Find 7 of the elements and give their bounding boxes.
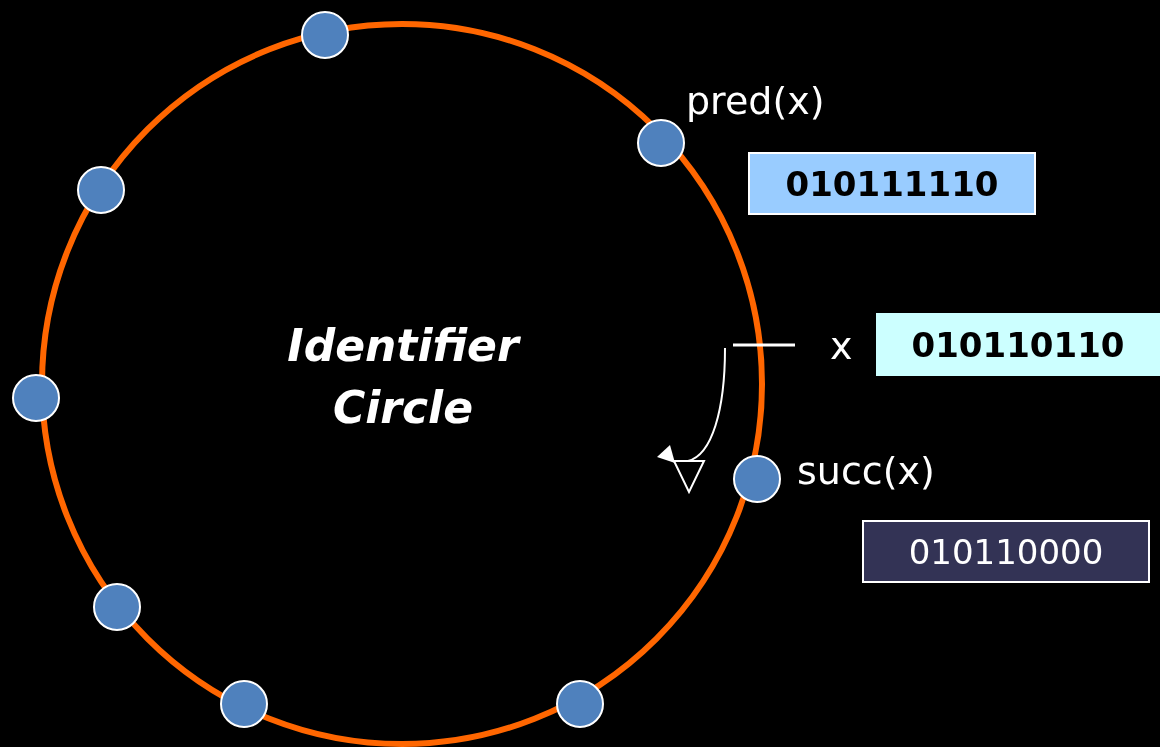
node-caption: pred(x) [686,82,825,120]
id-value-box: 010110000 [862,520,1150,583]
node-caption: succ(x) [797,452,935,490]
ring-title: Identifier Circle [286,319,522,435]
id-value-box: 010110110 [876,313,1160,376]
id-value-box: 010111110 [748,152,1036,215]
point-label: x [830,327,853,365]
